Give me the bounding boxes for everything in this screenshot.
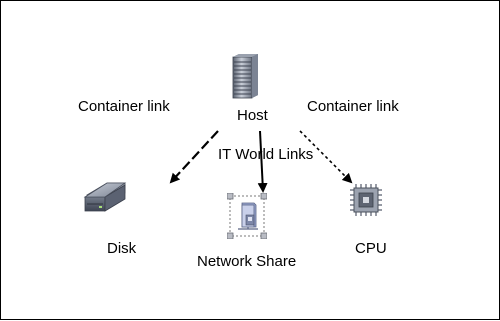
- edge-host-to-disk[interactable]: [169, 130, 219, 184]
- network-share-icon[interactable]: [226, 192, 268, 240]
- edge-label-host-cpu: Container link: [307, 98, 399, 115]
- disk-drive-icon[interactable]: [83, 179, 127, 215]
- edge-host-to-network-share[interactable]: [257, 130, 268, 193]
- network-share-label: Network Share: [197, 253, 297, 270]
- edge-label-host-network-share: IT World Links: [218, 146, 314, 163]
- cpu-label: CPU: [355, 240, 387, 257]
- disk-label: Disk: [107, 240, 137, 257]
- edge-host-to-cpu[interactable]: [299, 130, 353, 184]
- edge-label-host-disk: Container link: [78, 98, 170, 115]
- host-label: Host: [237, 107, 268, 124]
- server-icon[interactable]: [231, 53, 259, 99]
- cpu-chip-icon[interactable]: [347, 181, 385, 219]
